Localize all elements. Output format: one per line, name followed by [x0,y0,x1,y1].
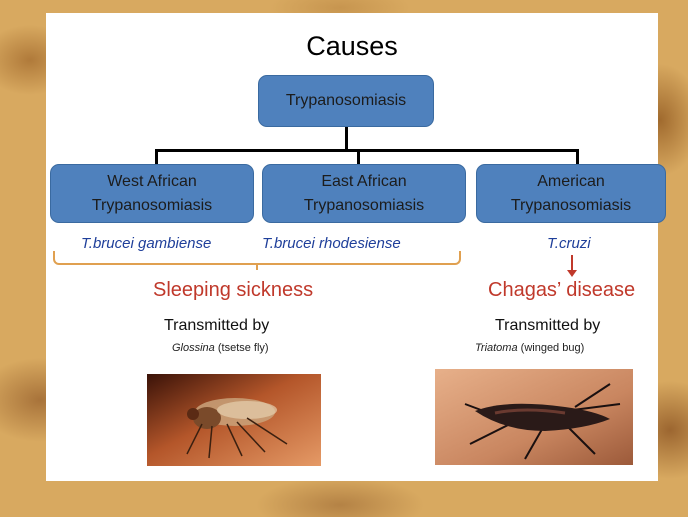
vector-common-tsetse: (tsetse fly) [218,342,269,354]
node-american-line2: Trypanosomiasis [477,194,665,218]
disease-chagas: Chagas’ disease [488,279,635,302]
connector-root-stem [345,127,348,151]
slide-title: Causes [46,31,658,62]
connector-horizontal-bar [155,149,579,152]
species-cruzi: T.cruzi [547,235,591,252]
sleeping-sickness-transmitted-by: Transmitted by [164,317,269,335]
slide-canvas: Causes Trypanosomiasis West African Tryp… [46,13,658,481]
chagas-vector: Triatoma (winged bug) [475,342,584,354]
node-west-african: West African Trypanosomiasis [50,164,254,223]
sleeping-sickness-vector: Glossina (tsetse fly) [172,342,269,354]
triatoma-bug-photo [435,369,633,465]
species-rhodesiense: T.brucei rhodesiense [262,235,401,252]
chagas-transmitted-by: Transmitted by [495,317,600,335]
vector-genus-triatoma: Triatoma [475,342,518,354]
species-gambiense: T.brucei gambiense [81,235,211,252]
connector-east-stem [357,149,360,165]
node-west-african-line2: Trypanosomiasis [51,194,253,218]
node-american-line1: American [477,170,665,194]
african-species-bracket-tick [256,264,258,270]
node-west-african-line1: West African [51,170,253,194]
cruzi-arrow-head [567,270,577,277]
root-node-label: Trypanosomiasis [259,89,433,113]
tsetse-fly-photo: T [147,374,321,466]
root-node-trypanosomiasis: Trypanosomiasis [258,75,434,127]
vector-common-winged-bug: (winged bug) [521,342,585,354]
node-east-african: East African Trypanosomiasis [262,164,466,223]
node-east-african-line2: Trypanosomiasis [263,194,465,218]
connector-west-stem [155,149,158,165]
node-east-african-line1: East African [263,170,465,194]
african-species-bracket [53,251,461,265]
connector-american-stem [576,149,579,165]
node-american: American Trypanosomiasis [476,164,666,223]
vector-genus-glossina: Glossina [172,342,215,354]
disease-sleeping-sickness: Sleeping sickness [153,279,313,302]
